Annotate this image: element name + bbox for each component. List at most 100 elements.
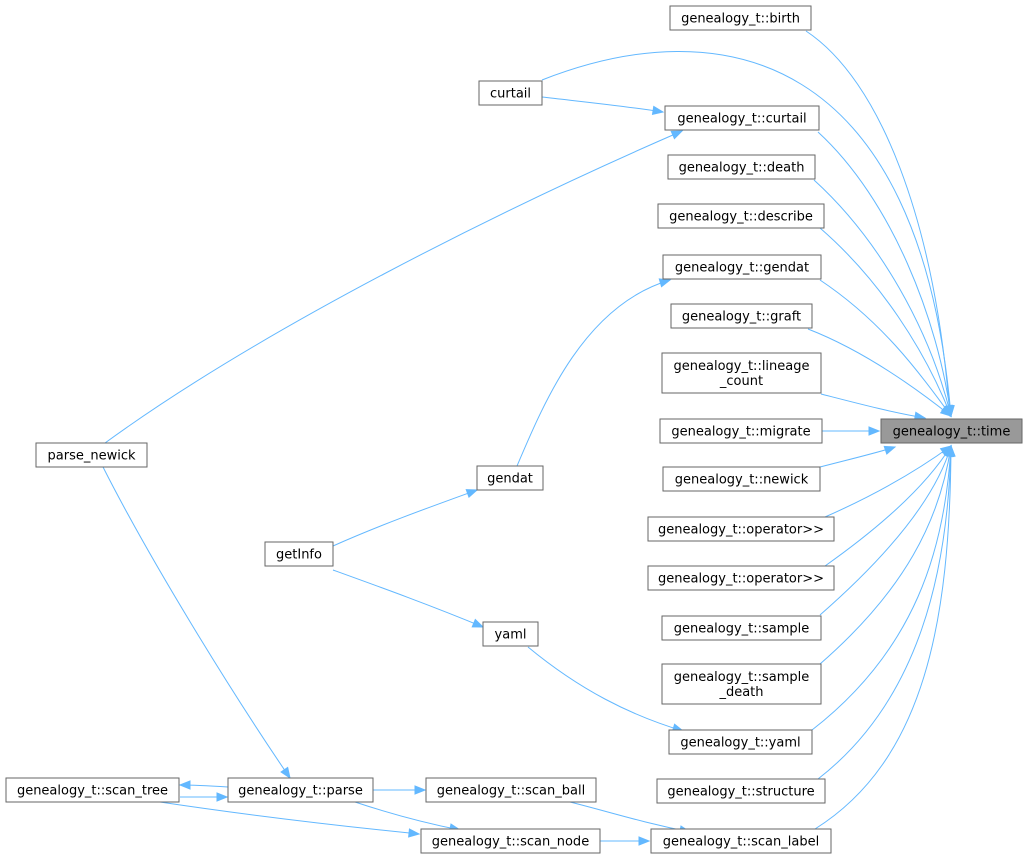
node-box [482,621,539,647]
edge-describe-to-time [819,227,952,418]
node-label: genealogy_t::operator>> [658,523,824,538]
edge-line [824,445,952,518]
node-label: yaml [495,628,527,643]
node-box [35,442,148,468]
edge-birth-to-time [805,30,954,418]
node-label: genealogy_t::sample [674,670,810,685]
node-scan-ball[interactable]: genealogy_t::scan_ball [425,777,597,803]
node-label: genealogy_t::structure [667,785,814,800]
node-label: curtail [490,87,531,102]
node-label: genealogy_t::graft [682,310,801,325]
node-label: getInfo [276,548,322,563]
edge-line [541,96,664,113]
node-box [657,203,825,229]
edge-line [541,51,952,417]
node-label: genealogy_t::sample [674,622,810,637]
edge-yaml-to-g_yaml [527,646,685,733]
nodes-layer: genealogy_t::time genealogy_t::birthcurta… [5,5,1023,854]
node-time[interactable]: genealogy_t::time [880,418,1023,444]
node-parse[interactable]: genealogy_t::parse [227,777,374,803]
edge-scan_tree-to-parse [179,792,229,802]
edge-arrowhead [465,489,479,499]
edge-arrowhead [408,828,421,838]
edges-layer [102,30,956,846]
edge-arrowhead [658,278,672,288]
node-label: genealogy_t::scan_ball [437,784,585,799]
edge-arrowhead [651,105,665,116]
node-g-curtail[interactable]: genealogy_t::curtail [664,105,820,131]
edge-arrowhead [670,130,684,140]
node-box [668,729,813,755]
node-scan-label[interactable]: genealogy_t::scan_label [650,828,832,854]
edge-arrowhead [216,792,229,802]
edge-getInfo-to-gendat [332,489,479,547]
node-structure[interactable]: genealogy_t::structure [656,778,826,804]
edge-arrowhead [946,444,956,457]
edge-arrowhead [883,445,897,455]
node-op1[interactable]: genealogy_t::operator>> [647,516,835,542]
node-label: genealogy_t::describe [669,210,813,225]
node-label: _count [719,374,763,389]
edge-migrate-to-time [822,426,881,436]
edge-line [332,569,484,628]
edge-line [813,179,952,417]
edge-op1-to-time [824,445,953,518]
edge-structure-to-time [817,444,956,780]
node-label: genealogy_t::parse [238,784,363,799]
node-getInfo[interactable]: getInfo [264,541,334,567]
node-box [227,777,374,803]
node-box [670,303,813,329]
node-g-yaml[interactable]: genealogy_t::yaml [668,729,813,755]
node-lineage-count[interactable]: genealogy_t::lineage_count [661,352,822,394]
edge-scan_node-to-scan_label [599,836,651,846]
edge-line [102,466,291,779]
node-sample[interactable]: genealogy_t::sample [661,615,822,641]
node-box [661,663,822,705]
edge-parse_newick-to-parse [102,466,291,780]
node-migrate[interactable]: genealogy_t::migrate [659,418,823,444]
node-birth[interactable]: genealogy_t::birth [669,5,812,31]
node-death[interactable]: genealogy_t::death [667,154,816,180]
edge-line [819,446,896,468]
node-label: genealogy_t::migrate [671,425,810,440]
node-label: genealogy_t::scan_node [432,835,589,850]
edge-line [805,30,951,417]
edge-line [332,489,478,547]
edge-line [807,328,952,417]
edge-line [516,279,671,467]
edge-arrowhead [471,618,485,628]
node-yaml[interactable]: yaml [482,621,539,647]
node-box [264,541,334,567]
node-box [664,105,820,131]
node-box [478,80,543,106]
node-box [662,466,821,492]
node-scan-tree[interactable]: genealogy_t::scan_tree [5,777,180,803]
node-scan-node[interactable]: genealogy_t::scan_node [420,828,601,854]
edge-line [569,801,691,833]
node-box [667,154,816,180]
edge-line [819,445,952,616]
node-newick[interactable]: genealogy_t::newick [662,466,821,492]
edge-graft-to-time [807,328,953,417]
node-label: genealogy_t::gendat [675,261,809,276]
node-label: genealogy_t::birth [681,12,800,27]
node-label: genealogy_t::lineage [674,359,810,374]
node-g-gendat[interactable]: genealogy_t::gendat [662,254,822,280]
node-label: genealogy_t::operator>> [658,572,824,587]
node-parse-newick[interactable]: parse_newick [35,442,148,468]
edge-line [819,445,952,665]
node-box [647,516,835,542]
node-box [880,418,1023,444]
edge-lineage_count-to-time [820,393,927,421]
node-sample-death[interactable]: genealogy_t::sample_death [661,663,822,705]
node-curtail[interactable]: curtail [478,80,543,106]
node-graft[interactable]: genealogy_t::graft [670,303,813,329]
node-op2[interactable]: genealogy_t::operator>> [647,565,835,591]
edge-getInfo-to-yaml [332,569,485,628]
node-label: genealogy_t::yaml [680,736,800,751]
node-describe[interactable]: genealogy_t::describe [657,203,825,229]
edge-arrowhead [414,785,427,795]
node-label: genealogy_t::newick [675,473,809,488]
node-gendat[interactable]: gendat [476,465,544,491]
